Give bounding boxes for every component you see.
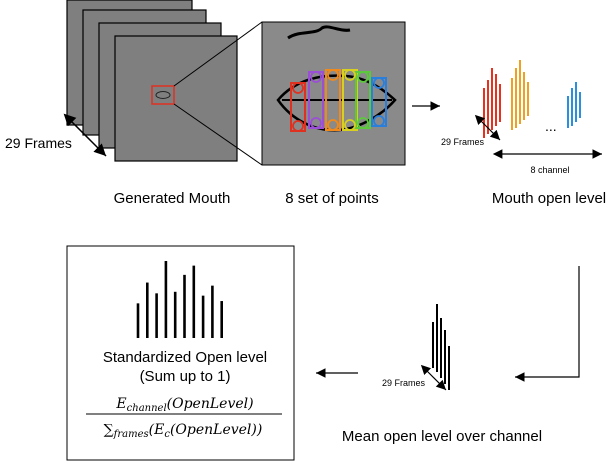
standardized-subtitle: (Sum up to 1) [140,368,231,385]
right-down-left-arrow [515,266,580,382]
set-of-points-label: 8 set of points [285,190,378,207]
mean-open-level-label: Mean open level over channel [342,428,542,445]
zoomed-mouth-panel [261,21,406,166]
frame-stack [66,0,238,162]
generated-mouth-label: Generated Mouth [114,190,231,207]
point-groups [290,69,387,132]
frames-label-left: 29 Frames [5,135,72,151]
point-marker [292,82,304,94]
point-marker [327,119,339,131]
point-marker [310,117,322,129]
mouth-thumbnail [155,91,171,99]
ellipsis-label: ... [545,118,557,134]
formula-numerator: Echannel(OpenLevel) [115,396,253,414]
mouth-open-level-label: Mouth open level [492,190,606,207]
point-marker [327,69,339,81]
standardized-box [66,245,295,461]
point-marker [344,119,356,131]
channel-label: 8 channel [530,165,569,175]
zoom-lines [173,21,263,166]
normalization-formula: Echannel(OpenLevel) ∑frames(Ec(OpenLevel… [86,396,282,440]
channel-group-red [483,68,501,138]
frames-small-label-top: 29 Frames [441,137,485,147]
frames-small-arrow-bottom [420,364,447,391]
frames-small-arrow-top [474,114,501,141]
frame-front [114,35,238,162]
standardized-bars [136,261,223,338]
point-marker [310,71,322,83]
formula-denominator: ∑frames(Ec(OpenLevel)) [104,422,263,440]
sketch-stroke [287,25,351,40]
point-marker [357,71,369,83]
mean-bars [432,304,450,390]
channel-group-blue [567,82,581,128]
frames-small-label-bottom: 29 Frames [382,378,426,388]
channel-group-orange [511,60,529,130]
point-marker [292,120,304,132]
point-marker [344,69,356,81]
mouth-highlight-box [151,85,175,105]
frames-double-arrow [63,113,107,157]
point-marker [373,115,385,127]
point-marker [373,77,385,89]
standardized-title: Standardized Open level [103,349,267,366]
point-marker [357,117,369,129]
